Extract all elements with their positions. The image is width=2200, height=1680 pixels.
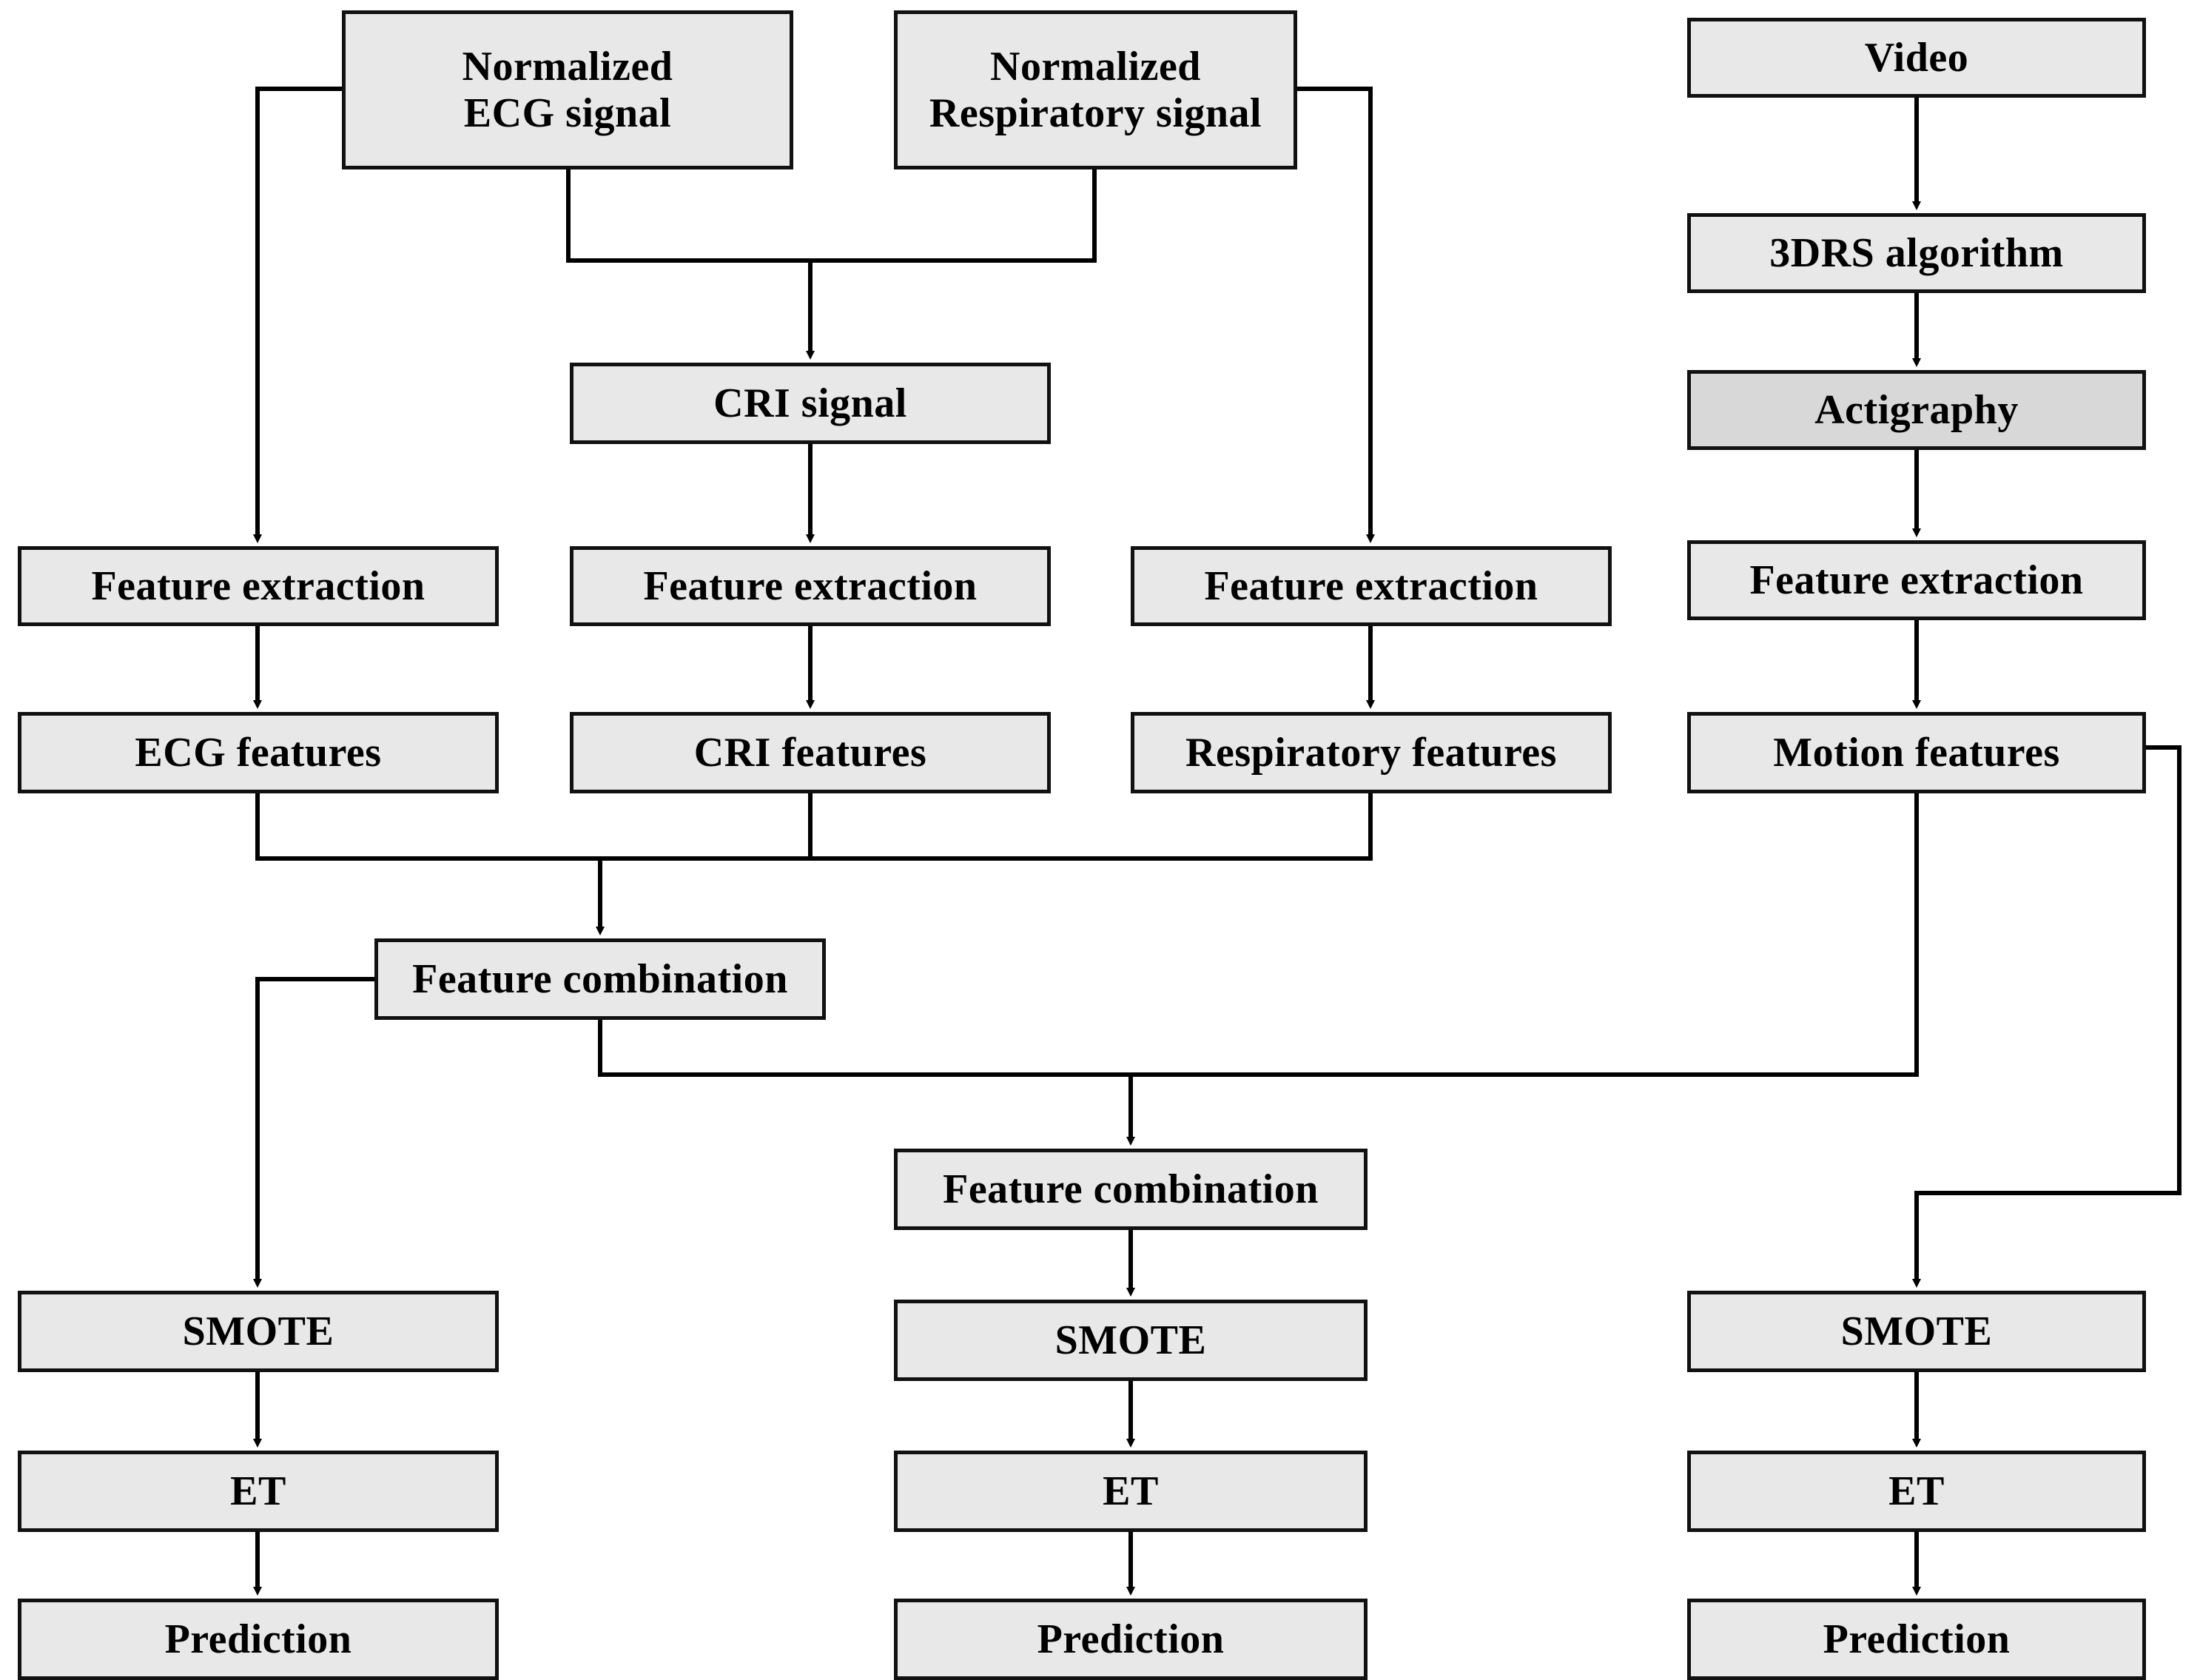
node-smote_mid[interactable]: SMOTE <box>894 1300 1368 1381</box>
node-actigraphy[interactable]: Actigraphy <box>1687 370 2146 450</box>
edge-ecg-to-feature-extraction <box>253 87 342 543</box>
node-label-cri_signal: CRI signal <box>713 380 907 426</box>
node-label-pred_right: Prediction <box>1823 1616 2011 1662</box>
node-label-et_right: ET <box>1888 1468 1945 1514</box>
edge-resp-to-feature-extraction <box>1297 87 1375 543</box>
node-fe_cri[interactable]: Feature extraction <box>570 546 1051 626</box>
node-label-fe_ecg: Feature extraction <box>91 562 425 609</box>
node-et_left[interactable]: ET <box>18 1451 499 1532</box>
node-label-fe_cri: Feature extraction <box>643 562 978 609</box>
edge-ecg-features-to-bus <box>255 793 600 861</box>
node-smote_left[interactable]: SMOTE <box>18 1291 499 1372</box>
node-ecg_features[interactable]: ECG features <box>18 712 499 793</box>
node-resp_features[interactable]: Respiratory features <box>1131 712 1612 793</box>
edge-respiratory-features-to-bus <box>600 793 1373 861</box>
node-cri_features[interactable]: CRI features <box>570 712 1051 793</box>
node-label-pred_left: Prediction <box>164 1616 352 1662</box>
node-drs3[interactable]: 3DRS algorithm <box>1687 213 2146 293</box>
node-feat_comb_2[interactable]: Feature combination <box>894 1149 1368 1230</box>
node-fe_resp[interactable]: Feature extraction <box>1131 546 1612 626</box>
node-pred_right[interactable]: Prediction <box>1687 1599 2146 1680</box>
node-label-motion_features: Motion features <box>1773 729 2060 776</box>
node-label-smote_right: SMOTE <box>1840 1308 1993 1354</box>
node-video[interactable]: Video <box>1687 18 2146 98</box>
node-label-pred_mid: Prediction <box>1037 1616 1225 1662</box>
edge-resp-to-cri-bus <box>810 169 1097 263</box>
node-label-smote_mid: SMOTE <box>1054 1317 1207 1363</box>
node-et_right[interactable]: ET <box>1687 1451 2146 1532</box>
node-label-feat_comb_2: Feature combination <box>943 1166 1319 1212</box>
node-fe_ecg[interactable]: Feature extraction <box>18 546 499 626</box>
node-pred_left[interactable]: Prediction <box>18 1599 499 1680</box>
node-label-fe_resp: Feature extraction <box>1204 562 1538 609</box>
edge-feature-combination-1-to-bus2 <box>598 1020 1131 1077</box>
node-label-et_mid: ET <box>1103 1468 1159 1514</box>
node-cri_signal[interactable]: CRI signal <box>570 363 1051 444</box>
node-label-resp_features: Respiratory features <box>1185 729 1557 776</box>
node-pred_mid[interactable]: Prediction <box>894 1599 1368 1680</box>
node-label-drs3: 3DRS algorithm <box>1769 229 2064 276</box>
node-label-cri_features: CRI features <box>693 729 927 776</box>
node-motion_features[interactable]: Motion features <box>1687 712 2146 793</box>
edge-cri-features-to-bus <box>600 793 813 861</box>
edge-ecg-to-cri-bus <box>566 169 810 263</box>
edge-feature-combination-1-to-smote-left <box>253 977 374 1288</box>
node-et_mid[interactable]: ET <box>894 1451 1368 1532</box>
node-label-ecg_features: ECG features <box>135 729 382 776</box>
node-fe_motion[interactable]: Feature extraction <box>1687 540 2146 620</box>
node-label-et_left: ET <box>230 1468 286 1514</box>
node-feat_comb_1[interactable]: Feature combination <box>374 938 826 1020</box>
node-smote_right[interactable]: SMOTE <box>1687 1291 2146 1372</box>
node-label-smote_left: SMOTE <box>182 1308 334 1354</box>
node-label-video: Video <box>1864 34 1969 81</box>
node-label-actigraphy: Actigraphy <box>1814 386 2019 433</box>
node-label-fe_motion: Feature extraction <box>1749 557 2084 603</box>
edge-motion-features-to-smote-right <box>1912 745 2182 1288</box>
node-label-feat_comb_1: Feature combination <box>412 955 788 1002</box>
edge-motion-features-to-bus2 <box>1131 793 1919 1077</box>
